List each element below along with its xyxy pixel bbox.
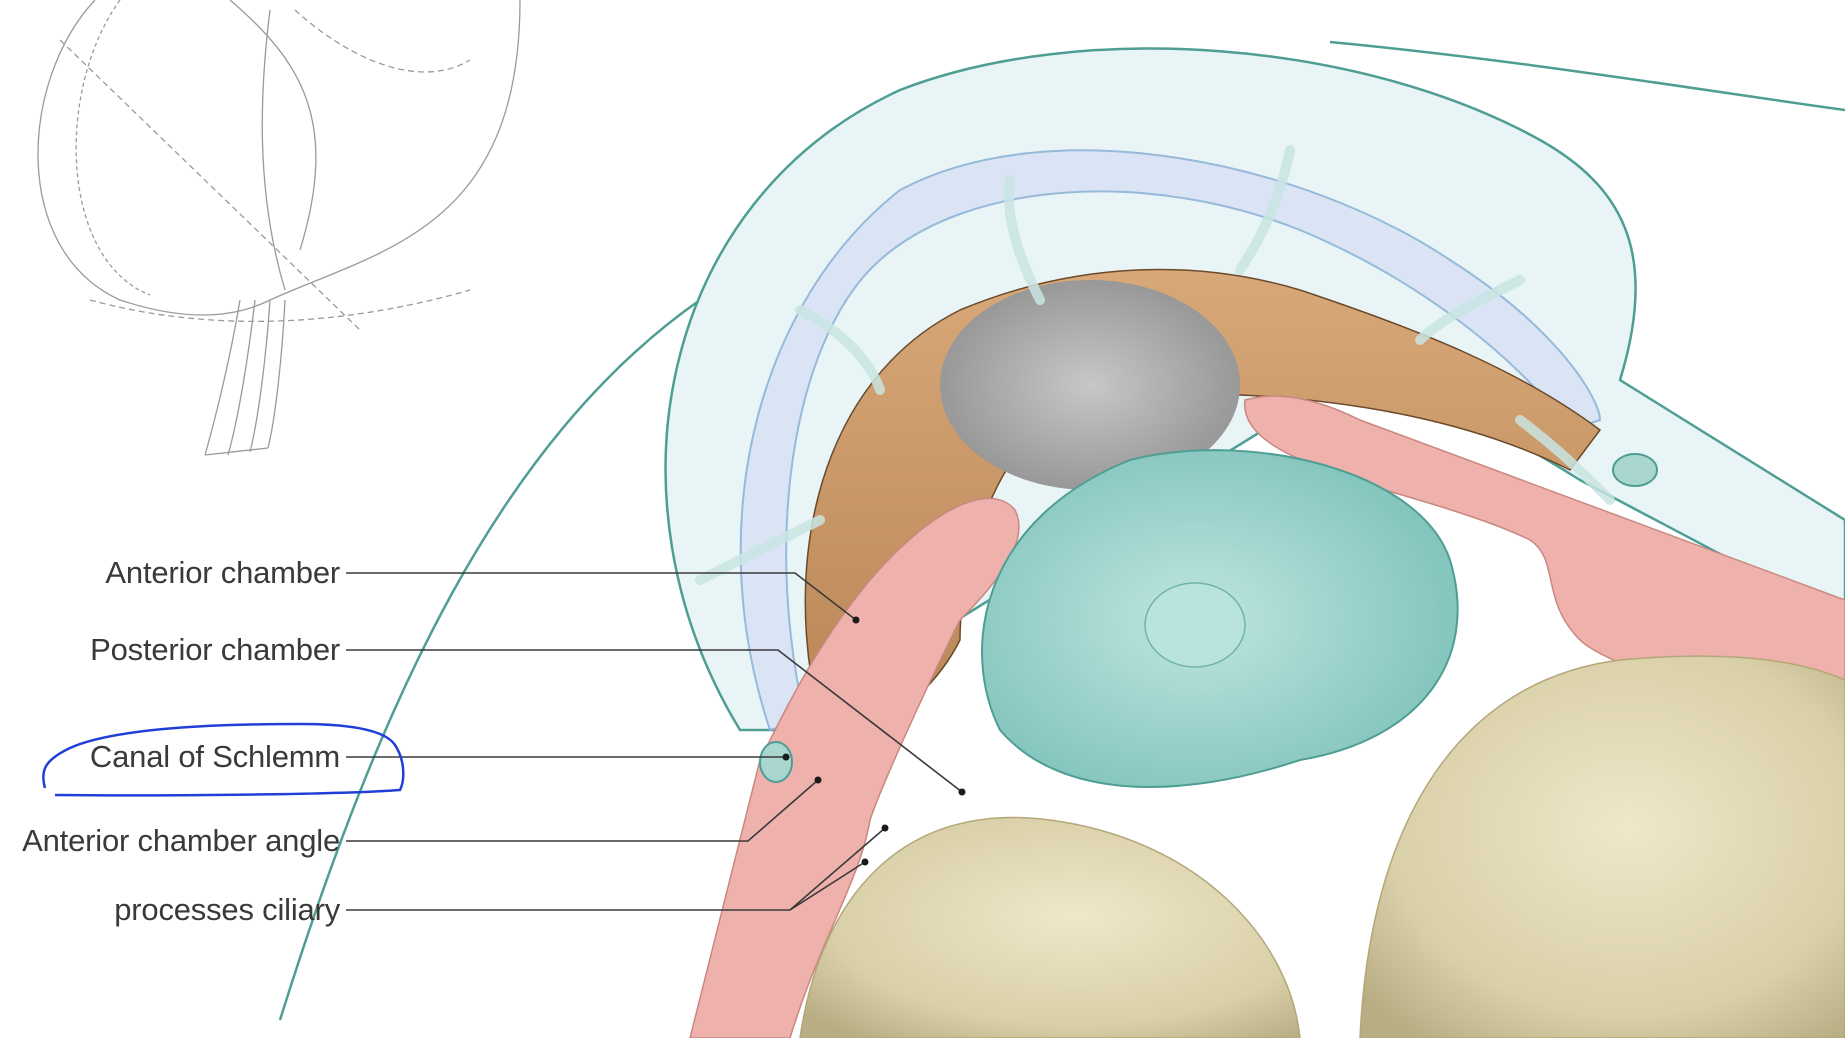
vitreous-right (1360, 656, 1845, 1038)
lens-nucleus (1145, 583, 1245, 667)
canal-of-schlemm-left (760, 742, 792, 782)
eye-thumbnail (38, 0, 520, 455)
canal-of-schlemm-right (1613, 454, 1657, 486)
label-anterior-chamber-angle: Anterior chamber angle (22, 825, 340, 856)
sclera-outline (280, 300, 700, 1020)
vitreous-left (800, 817, 1300, 1038)
label-posterior-chamber: Posterior chamber (90, 634, 340, 665)
label-anterior-chamber: Anterior chamber (105, 557, 340, 588)
label-canal-of-schlemm: Canal of Schlemm (90, 741, 340, 772)
label-processes-ciliary: processes ciliary (114, 894, 340, 925)
